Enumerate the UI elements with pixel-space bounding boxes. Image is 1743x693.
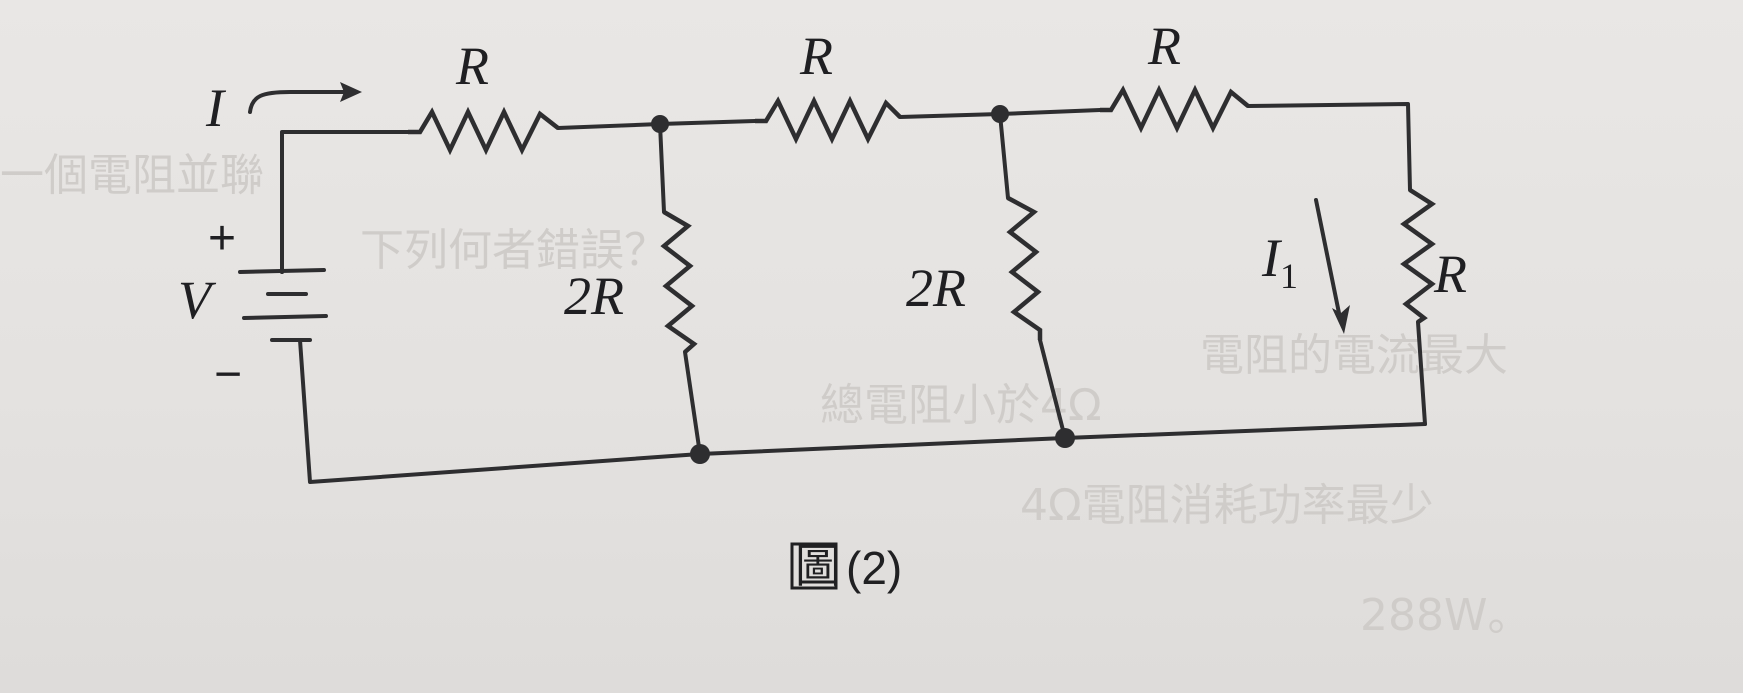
figure-caption: 圖 (2) bbox=[790, 540, 902, 594]
caption-number: (2) bbox=[846, 542, 902, 594]
label-top-resistor-2: R bbox=[799, 26, 833, 86]
bleed-line-3: 電阻的電流最大 bbox=[1200, 330, 1508, 381]
wire-shunt1-top bbox=[658, 122, 666, 214]
resistor-shunt-1 bbox=[660, 210, 698, 354]
node-top-1 bbox=[651, 115, 669, 133]
wire-top-right bbox=[1246, 102, 1412, 192]
battery-plate-long-2 bbox=[242, 314, 328, 320]
wire-end-bottom bbox=[1416, 320, 1427, 426]
voltage-label-v: V bbox=[178, 270, 217, 330]
label-shunt-resistor-2: 2R bbox=[906, 258, 966, 318]
wire-left-top bbox=[280, 130, 410, 274]
wire-shunt1-bottom bbox=[683, 350, 702, 456]
label-end-resistor: R bbox=[1433, 244, 1467, 304]
battery bbox=[238, 268, 328, 342]
wire-top-4 bbox=[998, 108, 1102, 116]
label-top-resistor-3: R bbox=[1147, 16, 1181, 76]
resistor-top-3 bbox=[1100, 84, 1250, 134]
label-shunt-resistor-1: 2R bbox=[564, 266, 624, 326]
wire-shunt2-top bbox=[998, 112, 1010, 200]
bleed-line-6: 288W。 bbox=[1360, 590, 1532, 641]
battery-plate-long-1 bbox=[238, 268, 326, 274]
label-branch-current: I1 bbox=[1261, 228, 1298, 296]
node-bottom-1 bbox=[690, 444, 710, 464]
bleed-line-2: 下列何者錯誤？ bbox=[360, 225, 668, 276]
plus-sign: + bbox=[208, 212, 236, 265]
branch-current-subscript: 1 bbox=[1280, 256, 1298, 296]
resistor-top-2 bbox=[755, 95, 902, 145]
current-arrow-i bbox=[248, 82, 362, 114]
current-arrow-i1 bbox=[1314, 198, 1350, 334]
caption-box bbox=[790, 542, 838, 590]
resistor-end bbox=[1400, 188, 1437, 324]
branch-current-symbol: I bbox=[1261, 228, 1283, 288]
resistor-shunt-2 bbox=[1006, 196, 1043, 340]
bleed-line-1: 一個電阻並聯 bbox=[0, 150, 264, 201]
node-bottom-2 bbox=[1055, 428, 1075, 448]
wire-top-2 bbox=[658, 119, 757, 126]
resistor-top-1 bbox=[408, 106, 560, 156]
bleed-line-5: 4Ω電阻消耗功率最少 bbox=[1020, 480, 1434, 531]
bleed-through-text: 一個電阻並聯 下列何者錯誤？ 電阻的電流最大 總電阻小於4Ω 4Ω電阻消耗功率最… bbox=[0, 150, 1532, 641]
minus-sign: − bbox=[214, 348, 242, 401]
junction-nodes bbox=[651, 105, 1075, 464]
node-top-2 bbox=[991, 105, 1009, 123]
label-top-resistor-1: R bbox=[455, 36, 489, 96]
wire-top-3 bbox=[898, 112, 1002, 119]
current-label-i: I bbox=[205, 78, 227, 138]
caption-char: 圖 bbox=[795, 540, 841, 592]
wire-top-1 bbox=[556, 122, 662, 130]
wire-shunt2-bottom bbox=[1038, 338, 1067, 440]
